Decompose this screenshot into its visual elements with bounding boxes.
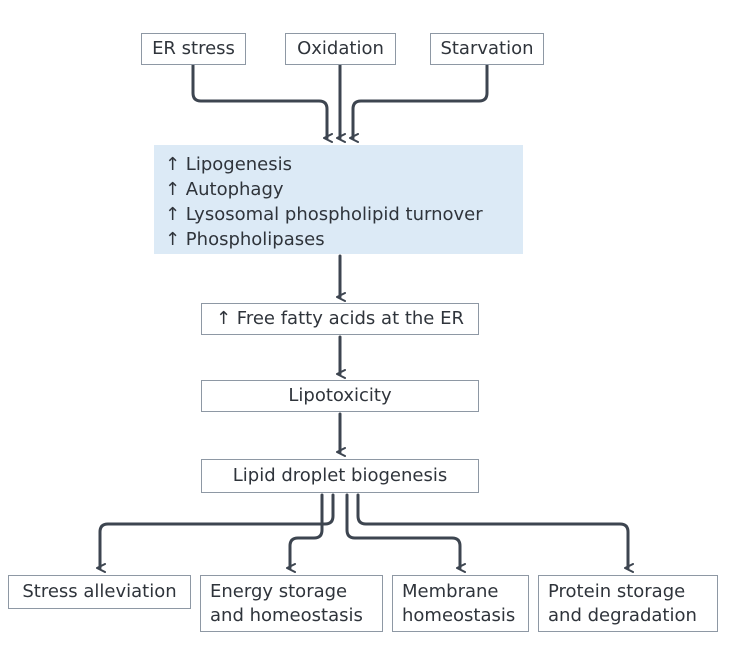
starvation-label: Starvation (440, 38, 534, 59)
cellular-effects-box: ↑ Lipogenesis ↑ Autophagy ↑ Lysosomal ph… (154, 145, 523, 254)
arrow-er-stress (191, 63, 333, 143)
stress-alleviation-box: Stress alleviation (8, 575, 191, 609)
protein-storage-line-2: and degradation (548, 604, 697, 626)
effect-lysosomal-turnover: ↑ Lysosomal phospholipid turnover (165, 204, 483, 225)
arrow-starvation (349, 63, 489, 143)
er-stress-box: ER stress (141, 33, 246, 65)
membrane-homeostasis-box: Membrane homeostasis (392, 575, 529, 632)
lipid-droplet-biogenesis-box: Lipid droplet biogenesis (201, 459, 479, 493)
oxidation-box: Oxidation (285, 33, 396, 65)
arrow-to-membrane-homeostasis (345, 493, 466, 573)
lipid-droplet-biogenesis-label: Lipid droplet biogenesis (232, 465, 448, 486)
membrane-homeostasis-line-2: homeostasis (402, 604, 516, 626)
membrane-homeostasis-line-1: Membrane (402, 580, 499, 602)
effect-phospholipases: ↑ Phospholipases (165, 229, 325, 250)
arrow-to-energy-storage (286, 493, 324, 573)
effect-lipogenesis: ↑ Lipogenesis (165, 154, 293, 175)
lipotoxicity-box: Lipotoxicity (201, 380, 479, 412)
protein-storage-box: Protein storage and degradation (538, 575, 718, 632)
effect-autophagy: ↑ Autophagy (165, 179, 284, 200)
energy-storage-box: Energy storage and homeostasis (200, 575, 383, 632)
stress-alleviation-label: Stress alleviation (22, 581, 177, 602)
protein-storage-line-1: Protein storage (548, 580, 686, 602)
free-fatty-acids-label: ↑ Free fatty acids at the ER (216, 308, 464, 329)
free-fatty-acids-box: ↑ Free fatty acids at the ER (201, 303, 479, 335)
arrow-to-protein-storage (356, 493, 634, 573)
oxidation-label: Oxidation (297, 38, 384, 59)
lipotoxicity-label: Lipotoxicity (288, 385, 392, 406)
starvation-box: Starvation (430, 33, 544, 65)
energy-storage-line-2: and homeostasis (210, 604, 363, 626)
arrow-to-stress-alleviation (96, 493, 335, 573)
er-stress-label: ER stress (152, 38, 235, 59)
energy-storage-line-1: Energy storage (210, 580, 348, 602)
